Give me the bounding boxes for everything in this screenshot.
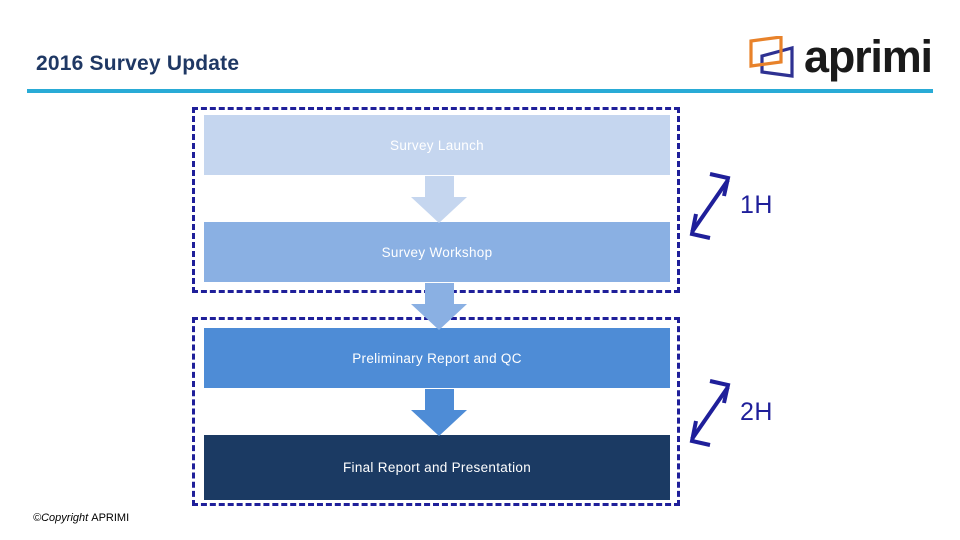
arrow-shaft xyxy=(425,389,454,411)
process-step-final-report-and-presentation[interactable]: Final Report and Presentation xyxy=(204,435,670,500)
down-arrow-icon xyxy=(411,283,468,330)
double-arrow-span-icon-2h xyxy=(686,376,744,450)
phase-label-2h: 2H xyxy=(740,398,773,426)
process-step-label: Preliminary Report and QC xyxy=(352,350,522,366)
arrow-shaft xyxy=(425,176,454,198)
copyright-mark: ©Copyright xyxy=(33,512,92,524)
process-step-label: Survey Workshop xyxy=(381,244,493,260)
down-arrow-icon xyxy=(411,389,468,436)
aprimi-frames-icon xyxy=(748,35,804,80)
arrow-shaft xyxy=(425,283,454,305)
phase-label-1h: 1H xyxy=(740,191,773,219)
arrow-head xyxy=(411,304,467,330)
copyright-owner: APRIMI xyxy=(91,512,130,524)
title-divider-rule xyxy=(27,89,933,93)
aprimi-wordmark: aprimi xyxy=(804,31,933,82)
arrow-head xyxy=(411,410,467,436)
process-step-label: Final Report and Presentation xyxy=(342,460,532,475)
aprimi-logo: aprimi xyxy=(748,30,938,86)
double-arrow-span-icon-1h xyxy=(686,169,744,243)
process-step-label: Survey Launch xyxy=(390,137,484,153)
process-step-preliminary-report-and-qc[interactable]: Preliminary Report and QC xyxy=(204,328,670,388)
process-step-survey-workshop[interactable]: Survey Workshop xyxy=(204,222,670,282)
process-step-survey-launch[interactable]: Survey Launch xyxy=(204,115,670,175)
down-arrow-icon xyxy=(411,176,468,223)
copyright-notice: ©Copyright APRIMI xyxy=(33,512,129,524)
page-title: 2016 Survey Update xyxy=(36,52,240,75)
arrow-head xyxy=(411,197,467,223)
